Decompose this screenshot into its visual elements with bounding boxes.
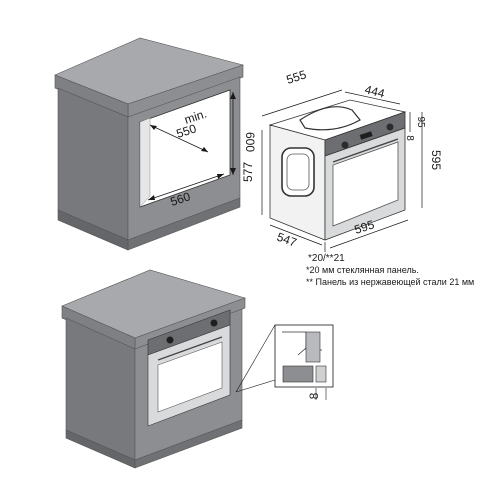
arrowhead	[201, 147, 208, 152]
arrowhead	[148, 195, 155, 200]
oven-door-glass	[332, 141, 399, 227]
dim-detail-gap: 8	[307, 392, 321, 399]
installed-plinth-side	[65, 429, 136, 469]
dim-height: 600	[243, 132, 257, 152]
cabinet-niche: min. 550 560 600	[54, 37, 257, 251]
dim-line-side-depth	[269, 224, 323, 246]
fan-housing-inner	[286, 153, 310, 191]
dim-line-top-width	[344, 91, 401, 105]
detail-hinge	[297, 347, 307, 356]
dim-panel-step: 8	[404, 135, 415, 141]
dim-depth-min: 550	[175, 121, 199, 141]
oven-knob-left	[341, 141, 349, 149]
niche-inner-side	[139, 117, 151, 208]
arrowhead	[150, 125, 157, 130]
arrowhead	[230, 92, 236, 99]
oven-knob-right	[386, 123, 394, 131]
installed-oven-knob-left	[166, 336, 174, 344]
oven-door-handle	[332, 138, 399, 163]
installed-oven-knob-right	[210, 319, 218, 327]
dim-top-depth: 555	[285, 67, 309, 87]
detail-callout: 8	[235, 324, 334, 400]
dim-left-height: 577	[241, 162, 255, 182]
dim-panel-height: 95	[415, 116, 426, 128]
arrowhead	[217, 174, 224, 179]
detail-spacer	[315, 365, 327, 383]
dim-front-width: 595	[353, 217, 377, 237]
dim-line-top-depth	[261, 89, 343, 117]
footnote-steel-panel: ** Панель из нержавеющей стали 21 мм	[306, 277, 475, 287]
arrowhead	[230, 168, 236, 175]
footnote-glass-panel: *20 мм стеклянная панель.	[306, 265, 419, 275]
callout-line-bottom	[235, 379, 276, 393]
cabinet-installed	[61, 269, 246, 469]
dim-right-height: 595	[429, 150, 443, 170]
installed-oven-handle	[157, 336, 223, 361]
dim-min-label: min.	[183, 107, 209, 127]
oven-display	[359, 131, 373, 140]
oven-dimension-drawing: 555 444 577 547 595 595 95 8 *20/**21	[241, 67, 443, 264]
dim-line-front-width	[329, 219, 409, 249]
detail-panel-section	[305, 331, 321, 363]
dim-width: 560	[169, 189, 193, 209]
detail-rail	[282, 365, 314, 383]
oven-top-duct	[299, 106, 361, 131]
dim-panel-thickness: *20/**21	[308, 253, 345, 264]
installed-oven-glass	[157, 341, 223, 413]
dim-side-depth: 547	[275, 230, 299, 250]
dim-top-width: 444	[363, 82, 386, 101]
dim-line-depth	[149, 124, 209, 153]
dim-line-width	[147, 173, 225, 201]
callout-line-top	[235, 324, 276, 393]
cabinet-plinth-side	[57, 209, 129, 251]
